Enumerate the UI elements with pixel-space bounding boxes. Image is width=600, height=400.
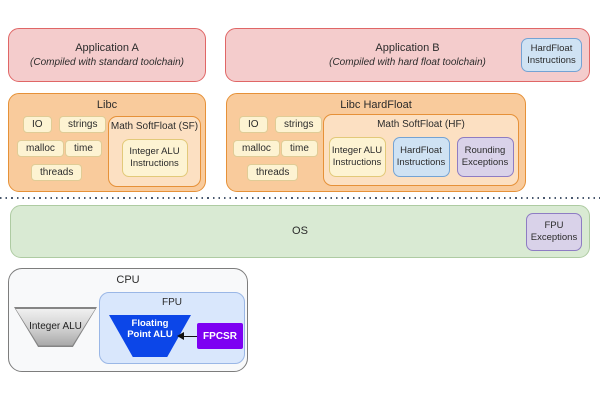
floating-point-alu-label: Floating Point ALU (127, 318, 173, 340)
libc-hardfloat-box: Libc HardFloat IO strings malloc time th… (226, 93, 526, 192)
fpcsr-box: FPCSR (197, 323, 243, 349)
integer-alu-label: Integer ALU (15, 308, 96, 346)
application-b-title-block: Application B (Compiled with hard float … (226, 29, 589, 81)
hf-hardfloat-instructions-chip: HardFloat Instructions (392, 137, 450, 177)
libc-module-io: IO (23, 116, 52, 133)
application-b-title: Application B (375, 42, 440, 55)
math-softfloat-sf-box: Math SoftFloat (SF) Integer ALU Instruct… (108, 116, 201, 187)
fpcsr-to-alu-arrow (177, 332, 197, 341)
application-a-box: Application A (Compiled with standard to… (8, 28, 206, 82)
fpu-title: FPU (162, 297, 182, 308)
libc-hf-module-io: IO (239, 116, 268, 133)
cpu-box: CPU Integer ALU FPU Floating Point ALU F… (8, 268, 248, 372)
os-title: OS (292, 225, 308, 238)
sf-integer-alu-instructions-chip: Integer ALU Instructions (121, 139, 188, 177)
application-a-title: Application A (75, 42, 139, 55)
libc-title: Libc (96, 99, 118, 111)
application-a-subtitle: (Compiled with standard toolchain) (30, 56, 184, 68)
os-title-block: OS (11, 206, 589, 257)
arrow-shaft (183, 335, 197, 338)
libc-hf-module-time: time (281, 140, 318, 157)
fpu-box: FPU Floating Point ALU FPCSR (99, 292, 245, 364)
libc-module-time: time (65, 140, 102, 157)
user-kernel-dotted-separator (0, 197, 600, 199)
math-softfloat-sf-title: Math SoftFloat (SF) (110, 121, 199, 132)
hf-integer-alu-instructions-chip: Integer ALU Instructions (328, 137, 386, 177)
libc-hardfloat-title: Libc HardFloat (340, 99, 412, 111)
libc-module-malloc: malloc (17, 140, 64, 157)
cpu-title: CPU (116, 274, 140, 286)
appb-hardfloat-instructions-chip: HardFloat Instructions (521, 38, 582, 72)
math-softfloat-hf-title: Math SoftFloat (HF) (377, 119, 465, 130)
libc-box: Libc IO strings malloc time threads Math… (8, 93, 206, 192)
os-box: OS FPU Exceptions (10, 205, 590, 258)
application-b-subtitle: (Compiled with hard float toolchain) (329, 56, 486, 68)
libc-hf-module-strings: strings (275, 116, 323, 133)
application-b-box: Application B (Compiled with hard float … (225, 28, 590, 82)
hf-rounding-exceptions-chip: Rounding Exceptions (456, 137, 514, 177)
integer-alu-trapezoid: Integer ALU (14, 307, 97, 347)
libc-hf-module-malloc: malloc (233, 140, 280, 157)
math-softfloat-hf-box: Math SoftFloat (HF) Integer ALU Instruct… (323, 114, 519, 186)
libc-hf-module-threads: threads (247, 164, 299, 181)
libc-module-strings: strings (59, 116, 107, 133)
os-fpu-exceptions-chip: FPU Exceptions (526, 213, 582, 251)
arrow-head-left (177, 332, 184, 340)
libc-module-threads: threads (31, 164, 83, 181)
